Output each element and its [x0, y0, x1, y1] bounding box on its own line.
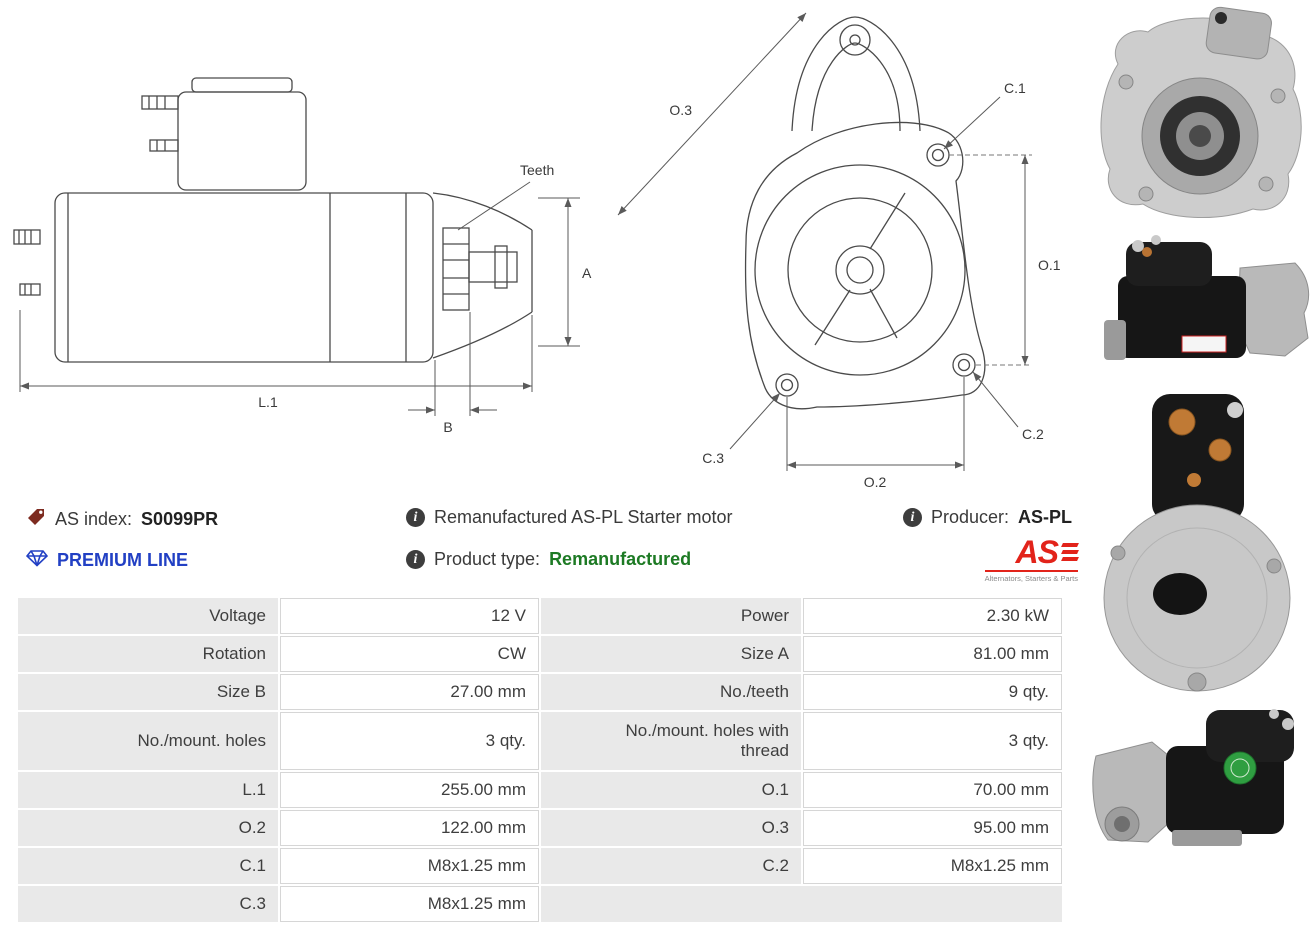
product-photo-rear	[1094, 388, 1304, 694]
spec-value: M8x1.25 mm	[803, 848, 1062, 884]
dim-label-c3: C.3	[702, 450, 724, 466]
premium-line-row: PREMIUM LINE	[25, 549, 189, 572]
product-type-value: Remanufactured	[549, 549, 692, 569]
spec-label: C.1	[18, 848, 278, 884]
spec-label: L.1	[18, 772, 278, 808]
spec-value: 95.00 mm	[803, 810, 1062, 846]
product-photo-angled	[1088, 690, 1314, 856]
product-type-label: Product type:	[434, 549, 541, 569]
dim-label-o1: O.1	[1038, 257, 1061, 273]
spec-label: Size B	[18, 674, 278, 710]
dim-label-o3: O.3	[669, 102, 692, 118]
diamond-icon	[25, 549, 49, 572]
spec-label: Power	[541, 598, 801, 634]
spec-value: 3 qty.	[280, 712, 539, 770]
dim-label-l1: L.1	[258, 394, 278, 410]
info-icon	[903, 508, 922, 527]
spec-value: 2.30 kW	[803, 598, 1062, 634]
dim-label-a: A	[582, 265, 592, 281]
producer-row: Producer: AS-PL	[903, 507, 1072, 528]
spec-value: 9 qty.	[803, 674, 1062, 710]
spec-label: No./teeth	[541, 674, 801, 710]
spec-value: 27.00 mm	[280, 674, 539, 710]
spec-label: C.2	[541, 848, 801, 884]
as-index-row: AS index: S0099PR	[26, 507, 218, 532]
dim-label-teeth: Teeth	[520, 162, 554, 178]
description-row: Remanufactured AS-PL Starter motor	[406, 507, 732, 528]
spec-value: M8x1.25 mm	[280, 848, 539, 884]
spec-label: O.1	[541, 772, 801, 808]
spec-label: Size A	[541, 636, 801, 672]
spec-label: O.3	[541, 810, 801, 846]
spec-label: No./mount. holes with thread	[541, 712, 801, 770]
dim-label-b: B	[443, 419, 452, 435]
as-index-value: S0099PR	[141, 509, 219, 529]
spec-value: 3 qty.	[803, 712, 1062, 770]
spec-label: No./mount. holes	[18, 712, 278, 770]
spec-label: Rotation	[18, 636, 278, 672]
spec-label: C.3	[18, 886, 278, 922]
product-photo-side	[1090, 228, 1316, 384]
spec-value: CW	[280, 636, 539, 672]
as-pl-logo: AS Alternators, Starters & Parts	[978, 534, 1079, 583]
spec-label: O.2	[18, 810, 278, 846]
as-index-label: AS index:	[55, 509, 133, 529]
spec-value: 255.00 mm	[280, 772, 539, 808]
product-description: Remanufactured AS-PL Starter motor	[434, 507, 733, 527]
spec-value: 70.00 mm	[803, 772, 1062, 808]
front-view-svg: O.3 C.1 O.1 O.2	[617, 12, 1061, 490]
tag-icon	[26, 507, 46, 532]
as-logo-tagline: Alternators, Starters & Parts	[984, 570, 1078, 583]
spec-value: 81.00 mm	[803, 636, 1062, 672]
dim-label-o2: O.2	[864, 474, 887, 490]
dim-label-c2: C.2	[1022, 426, 1044, 442]
spec-value: 122.00 mm	[280, 810, 539, 846]
spec-label: Voltage	[18, 598, 278, 634]
premium-line-label: PREMIUM LINE	[57, 550, 189, 570]
as-logo-stripes-icon	[1061, 543, 1079, 561]
info-icon	[406, 508, 425, 527]
producer-value: AS-PL	[1018, 507, 1073, 527]
info-icon	[406, 550, 425, 569]
dim-label-c1: C.1	[1004, 80, 1026, 96]
spec-table: Voltage 12 V Power 2.30 kW Rotation CW S…	[18, 598, 1062, 922]
side-view-diagram: Teeth A L.1	[8, 60, 608, 460]
spec-value: M8x1.25 mm	[280, 886, 539, 922]
product-type-row: Product type: Remanufactured	[406, 549, 691, 570]
as-logo-text: AS	[1015, 534, 1059, 570]
product-photo-front	[1088, 4, 1314, 224]
spec-value: 12 V	[280, 598, 539, 634]
producer-label: Producer:	[931, 507, 1010, 527]
spec-empty-cell	[541, 886, 1062, 922]
front-view-diagram: O.3 C.1 O.1 O.2	[612, 3, 1092, 498]
side-view-svg: Teeth A L.1	[13, 77, 592, 435]
